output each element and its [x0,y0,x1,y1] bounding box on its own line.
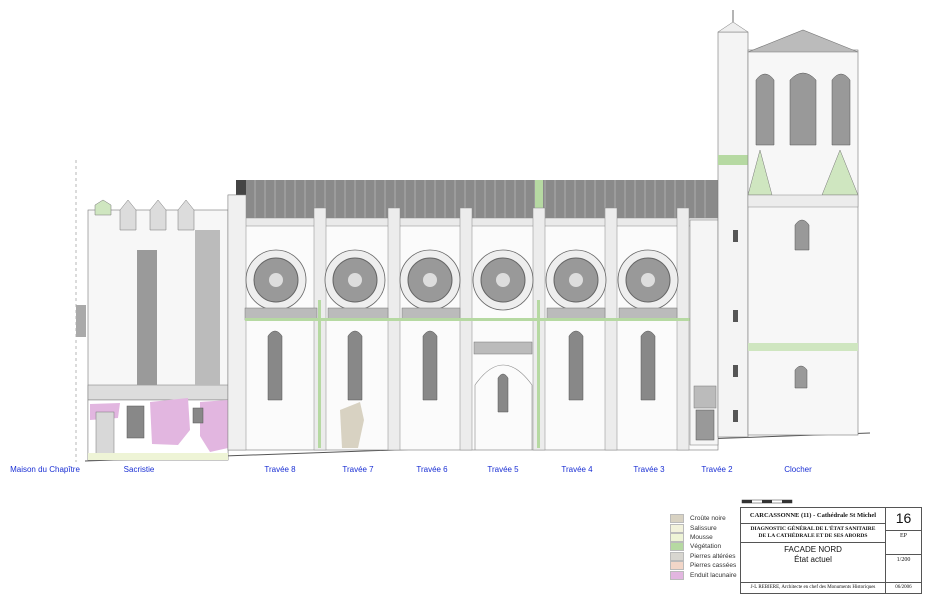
nave-roof [245,180,718,220]
legend-item: Enduit lacunaire [670,570,737,580]
legend-item: Pierres altérées [670,551,737,561]
legend-label: Enduit lacunaire [690,571,737,579]
legend-item: Salissure [670,523,737,533]
bay-label-maison: Maison du Chapître [10,465,80,474]
bay-label-clocher: Clocher [784,465,812,474]
bell-tower [717,10,859,438]
nave-wall [227,180,719,451]
author-credit: J-L REBIERE, Architecte en chef des Monu… [741,582,885,590]
legend-label: Mousse [690,533,713,541]
rose-window-travee-4 [545,249,607,311]
sacristie-block [87,199,229,461]
bay-label-travee5: Travée 5 [487,465,519,474]
sheet-title-line-2: État actuel [794,555,832,564]
legend-swatch [670,570,684,580]
drawing-scale: 1/200 [886,554,921,563]
legend-swatch [670,514,684,524]
legend-swatch [670,523,684,533]
legend-swatch [670,561,684,571]
legend-label: Végétation [690,543,722,551]
bay-label-sacristie: Sacristie [123,465,155,474]
title-block: CARCASSONNE (11) - Cathédrale St Michel … [740,507,922,594]
enduit-patch-2 [200,400,228,452]
bay-label-travee6: Travée 6 [416,465,448,474]
legend-label: Pierres cassées [690,562,737,570]
subtitle-line-2: DE LA CATHÉDRALE ET DE SES ABORDS [758,532,868,539]
sheet-title-line-1: FACADE NORD [784,545,842,554]
bay-label-travee3: Travée 3 [633,465,665,474]
bay-label-travee8: Travée 8 [264,465,296,474]
sheet-title: FACADE NORD État actuel [741,545,885,565]
title-block-main: CARCASSONNE (11) - Cathédrale St Michel … [741,508,886,593]
legend-swatch [670,532,684,542]
phase-code: EP [886,530,921,539]
enduit-patch-1 [150,398,190,445]
project-subtitle: DIAGNOSTIC GÉNÉRAL DE L'ÉTAT SANITAIRE D… [741,526,885,539]
rose-window-travee-8 [245,249,307,311]
legend-item: Végétation [670,542,737,552]
bay-label-travee2: Travée 2 [701,465,733,474]
rose-window-travee-5 [472,249,534,311]
legend-item: Mousse [670,532,737,542]
legend-label: Pierres altérées [690,552,736,560]
legend-label: Salissure [690,524,717,532]
project-title: CARCASSONNE (11) - Cathédrale St Michel [749,512,877,519]
croute-noire-patch [340,402,364,448]
sheet-number: 16 [895,510,912,526]
legend-item: Croûte noire [670,514,737,524]
legend-label: Croûte noire [690,515,726,523]
title-block-side: 16 EP 1/200 06/2006 [886,508,921,593]
legend-item: Pierres cassées [670,561,737,571]
travee-2-section [689,219,719,446]
rose-window-travee-3 [617,249,679,311]
subtitle-line-1: DIAGNOSTIC GÉNÉRAL DE L'ÉTAT SANITAIRE [750,526,876,532]
bay-label-travee4: Travée 4 [561,465,593,474]
rose-window-travee-7 [324,249,386,311]
legend-swatch [670,551,684,561]
rose-window-travee-6 [399,249,461,311]
maison-chapitre-edge [76,305,86,337]
legend-swatch [670,542,684,552]
bay-label-travee7: Travée 7 [342,465,374,474]
drawing-date: 06/2006 [886,582,921,590]
scale-bar [741,499,793,504]
